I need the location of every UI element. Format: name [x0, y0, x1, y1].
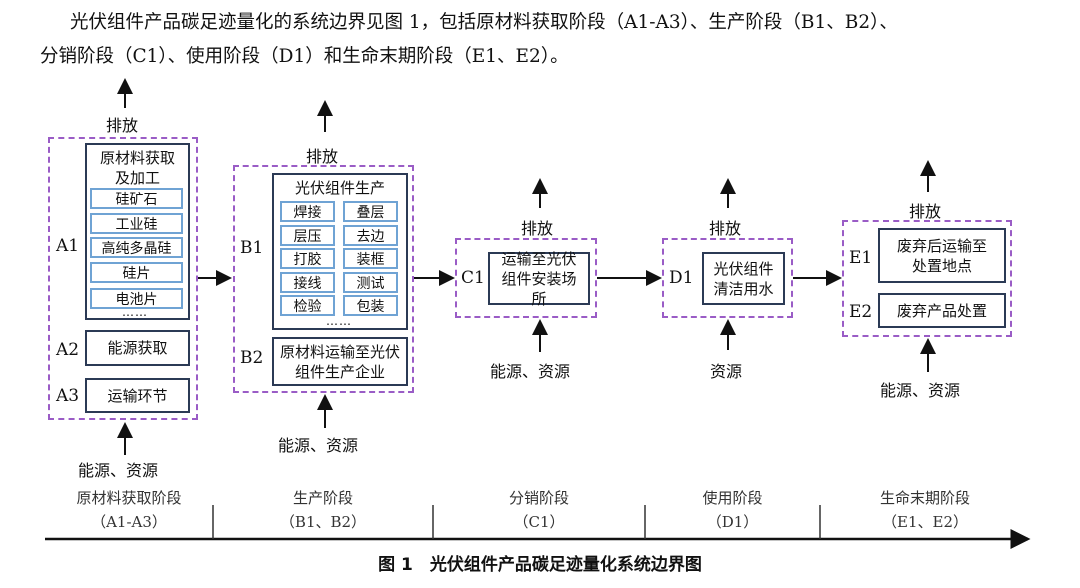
b1-ellipsis: …… — [326, 314, 352, 328]
stage-c-boundary — [455, 238, 597, 318]
stage-label-use: 使用阶段 （D1） — [645, 486, 820, 534]
stage-b-boundary — [233, 165, 414, 393]
d1-box: 光伏组件清洁用水 — [702, 252, 785, 305]
b1-item: 层压 — [280, 225, 335, 246]
stage-code: （B1、B2） — [279, 513, 367, 531]
b1-label: B1 — [240, 238, 264, 258]
b1-item: 检验 — [280, 295, 335, 316]
paragraph-line-2: 分销阶段（C1）、使用阶段（D1）和生命末期阶段（E1、E2）。 — [40, 46, 569, 67]
stage-name: 使用阶段 — [702, 489, 763, 507]
figure-caption: 图 1 光伏组件产品碳足迹量化系统边界图 — [378, 555, 702, 575]
a1-title: 原材料获取及加工 — [99, 149, 175, 187]
b1-item: 打胶 — [280, 248, 335, 269]
d1-label: D1 — [669, 268, 694, 288]
b1-item: 接线 — [280, 272, 335, 293]
stage-name: 生产阶段 — [292, 489, 353, 507]
b1-item: 包装 — [343, 295, 398, 316]
a2-box: 能源获取 — [85, 330, 190, 366]
a2-label: A2 — [56, 340, 80, 360]
a1-ellipsis: …… — [122, 305, 148, 319]
stage-a-boundary — [48, 137, 198, 420]
c1-label: C1 — [461, 268, 485, 288]
a3-label: A3 — [56, 386, 80, 406]
e1-box: 废弃后运输至处置地点 — [878, 228, 1006, 283]
paragraph-line-1: 光伏组件产品碳足迹量化的系统边界见图 1，包括原材料获取阶段（A1-A3）、生产… — [70, 12, 898, 33]
b2-box: 原材料运输至光伏组件生产企业 — [272, 337, 408, 386]
a1-box: 原材料获取及加工 — [85, 143, 190, 320]
b1-item: 叠层 — [343, 201, 398, 222]
a3-box: 运输环节 — [85, 378, 190, 413]
a1-label: A1 — [56, 236, 80, 256]
stage-code: （A1-A3） — [91, 513, 167, 531]
input-label-d: 资源 — [710, 362, 743, 381]
a1-item: 电池片 — [90, 288, 183, 309]
b1-item: 焊接 — [280, 201, 335, 222]
c1-box: 运输至光伏组件安装场所 — [488, 250, 590, 308]
a1-item: 工业硅 — [90, 213, 183, 234]
b1-item: 测试 — [343, 272, 398, 293]
stage-label-end-of-life: 生命末期阶段 （E1、E2） — [820, 486, 1030, 534]
a1-item: 高纯多晶硅 — [90, 237, 183, 258]
input-label-a: 能源、资源 — [78, 461, 159, 480]
stage-label-production: 生产阶段 （B1、B2） — [213, 486, 433, 534]
emission-label-d: 排放 — [709, 219, 742, 238]
stage-code: （E1、E2） — [882, 513, 968, 531]
b1-item: 去边 — [343, 225, 398, 246]
stage-name: 生命末期阶段 — [879, 489, 970, 507]
e2-label: E2 — [849, 302, 873, 322]
e1-label: E1 — [849, 248, 873, 268]
stage-label-distribution: 分销阶段 （C1） — [433, 486, 645, 534]
stage-name: 分销阶段 — [508, 489, 569, 507]
stage-code: （C1） — [513, 513, 565, 531]
emission-label-a: 排放 — [106, 116, 139, 135]
emission-label-c: 排放 — [521, 219, 554, 238]
b1-title: 光伏组件生产 — [294, 179, 385, 197]
a1-item: 硅矿石 — [90, 188, 183, 209]
stage-label-raw-material: 原材料获取阶段 （A1-A3） — [45, 486, 213, 534]
input-label-c: 能源、资源 — [490, 362, 571, 381]
stage-name: 原材料获取阶段 — [76, 489, 182, 507]
b1-item: 装框 — [343, 248, 398, 269]
emission-label-b: 排放 — [306, 147, 339, 166]
e2-box: 废弃产品处置 — [878, 293, 1006, 328]
b2-label: B2 — [240, 348, 264, 368]
b1-box: 光伏组件生产 — [272, 173, 408, 330]
stage-code: （D1） — [706, 513, 759, 531]
input-label-e: 能源、资源 — [880, 381, 961, 400]
input-label-b: 能源、资源 — [278, 436, 359, 455]
stage-d-boundary — [662, 238, 793, 318]
a1-item: 硅片 — [90, 262, 183, 283]
stage-e-boundary — [842, 220, 1012, 337]
emission-label-e: 排放 — [909, 202, 942, 221]
